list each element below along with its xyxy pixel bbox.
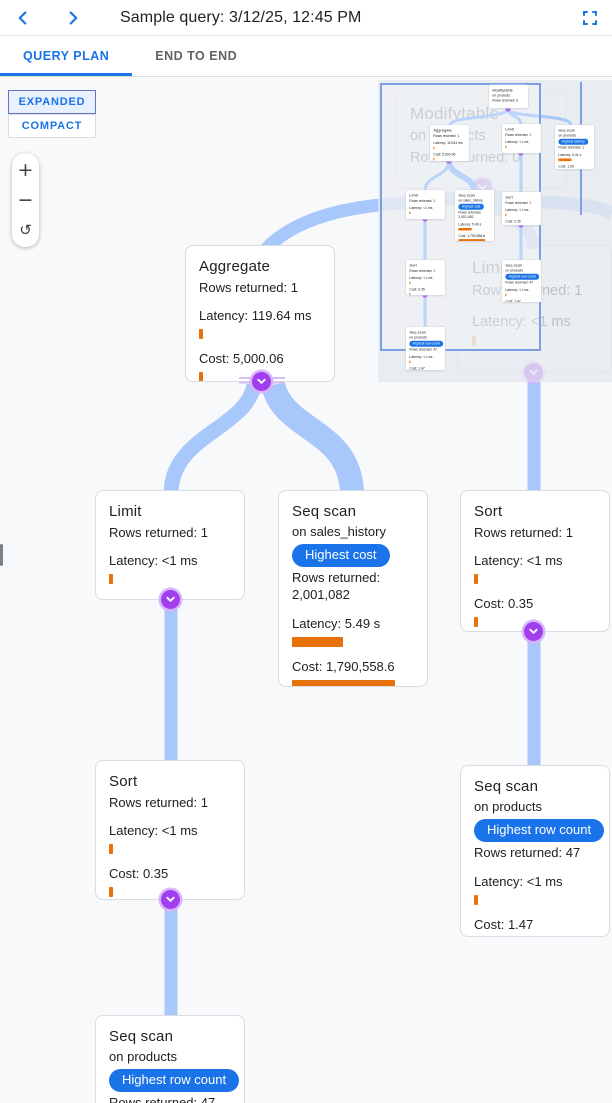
latency-bar	[292, 636, 343, 647]
tab-query-plan[interactable]: QUERY PLAN	[0, 36, 133, 76]
node-title: Seq scan	[109, 1028, 174, 1045]
plan-node-seqscan-products-bottom[interactable]: Seq scan on products Highest row count R…	[95, 1015, 245, 1103]
node-title: Sort	[109, 773, 138, 790]
highest-row-count-badge: Highest row count	[409, 340, 444, 347]
title-bar: Sample query: 3/12/25, 12:45 PM	[0, 0, 612, 36]
minimap-node-seqscan-sales-history: Seq scan on sales_history Highest cost R…	[455, 190, 494, 241]
zoom-out-button[interactable]: −	[17, 189, 34, 211]
latency-bar	[474, 574, 478, 585]
highest-cost-badge: Highest cost	[458, 203, 484, 210]
compact-button[interactable]: COMPACT	[8, 114, 96, 138]
minimap-node-limit-left: Limit Rows returned: 1 Latency: <1 ms	[406, 190, 445, 219]
rows-returned: Rows returned: 1	[474, 524, 573, 540]
minimap-node-seqscan-products-right: Seq scan on products Highest row count R…	[502, 260, 541, 302]
node-title: Seq scan	[474, 778, 539, 795]
collapse-chevron-sort-left[interactable]	[161, 890, 180, 909]
minimap-node-seqscan-products-bottom: Seq scan on products Highest row count R…	[406, 327, 445, 370]
node-title: Limit	[109, 503, 142, 520]
latency-bar	[474, 895, 478, 906]
node-title: Aggregate	[199, 258, 271, 275]
node-title: Seq scan	[292, 503, 357, 520]
edge-aggregate-to-seqscan	[261, 381, 364, 495]
latency-stat: Latency: <1 ms	[109, 553, 198, 569]
rows-returned: Rows returned: 1	[199, 279, 298, 295]
minimap-node-seqscan-highest-latency: Seq scan on products Highest latency Row…	[555, 125, 594, 169]
fullscreen-button[interactable]	[576, 5, 604, 31]
tab-end-to-end[interactable]: END TO END	[132, 36, 260, 76]
latency-stat: Latency: 119.64 ms	[199, 308, 312, 324]
tab-bar: QUERY PLAN END TO END	[0, 36, 612, 77]
page-title: Sample query: 3/12/25, 12:45 PM	[120, 8, 362, 26]
rows-returned: Rows returned: 2,001,082	[292, 570, 381, 603]
back-chevron-button[interactable]	[6, 3, 40, 33]
minimap-node-aggregate: Aggregate Rows returned: 1 Latency: 119.…	[430, 125, 469, 161]
latency-bar	[109, 574, 113, 585]
plan-node-limit[interactable]: Limit Rows returned: 1 Latency: <1 ms	[95, 490, 245, 600]
rows-returned: Rows returned: 47	[474, 845, 581, 861]
node-table: on sales_history	[292, 523, 386, 539]
highest-row-count-badge: Highest row count	[109, 1069, 240, 1093]
cost-stat: Cost: 0.35	[109, 866, 169, 882]
expanded-button[interactable]: EXPANDED	[8, 90, 96, 114]
chevron-left-icon	[18, 10, 27, 25]
edge-aggregate-to-limit	[163, 382, 262, 494]
cost-stat: Cost: 1.47	[474, 917, 534, 933]
plan-node-aggregate[interactable]: Aggregate Rows returned: 1 Latency: 119.…	[185, 245, 335, 382]
node-table: on products	[109, 1048, 177, 1064]
active-tab-underline	[0, 73, 133, 76]
rows-returned: Rows returned: 1	[109, 524, 208, 540]
cost-bar	[109, 887, 113, 898]
plan-node-sort-left[interactable]: Sort Rows returned: 1 Latency: <1 ms Cos…	[95, 760, 245, 900]
rows-returned: Rows returned: 1	[109, 794, 208, 810]
latency-stat: Latency: <1 ms	[474, 553, 563, 569]
cost-stat: Cost: 5,000.06	[199, 351, 284, 367]
zoom-in-button[interactable]: +	[17, 159, 34, 181]
minimap[interactable]: Modifytable on products Rows returned: 0…	[378, 80, 612, 382]
latency-stat: Latency: 5.49 s	[292, 616, 381, 632]
collapse-chevron-sort-right[interactable]	[524, 622, 543, 641]
node-table: on products	[474, 798, 542, 814]
zoom-controls: + − ↺	[12, 153, 39, 247]
cost-stat: Cost: 1,790,558.6	[292, 658, 395, 674]
highest-latency-badge: Highest latency	[558, 138, 589, 145]
cost-bar	[199, 372, 203, 381]
query-plan-canvas[interactable]: Modifytable on products Rows returned: 0…	[0, 77, 612, 1103]
node-title: Sort	[474, 503, 503, 520]
reset-zoom-button[interactable]: ↺	[19, 221, 32, 239]
forward-chevron-button[interactable]	[56, 3, 90, 33]
highest-row-count-badge: Highest row count	[474, 819, 605, 843]
cost-bar	[474, 617, 478, 628]
highest-row-count-badge: Highest row count	[505, 273, 540, 280]
minimap-node-sort-left: Sort Rows returned: 1 Latency: <1 ms Cos…	[406, 260, 445, 295]
left-scrollbar-thumb[interactable]	[0, 544, 3, 566]
plan-node-sort-right[interactable]: Sort Rows returned: 1 Latency: <1 ms Cos…	[460, 490, 610, 632]
plan-node-seqscan-sales-history[interactable]: Seq scan on sales_history Highest cost R…	[278, 490, 428, 687]
latency-bar	[109, 844, 113, 855]
tab-label: QUERY PLAN	[23, 49, 110, 63]
chevron-right-icon	[69, 10, 78, 25]
cost-stat: Cost: 0.35	[474, 596, 534, 612]
tab-label: END TO END	[155, 49, 238, 63]
layout-toggle: EXPANDED COMPACT	[8, 90, 96, 138]
latency-stat: Latency: <1 ms	[109, 823, 198, 839]
minimap-node-sort-right: Sort Rows returned: 1 Latency: <1 ms Cos…	[502, 192, 541, 225]
collapse-chevron-limit[interactable]	[161, 590, 180, 609]
minimap-node-modifytable: Modifytable on products Rows returned: 0	[489, 85, 528, 108]
collapse-chevron-aggregate[interactable]	[252, 372, 271, 391]
cost-bar	[292, 679, 395, 686]
latency-bar	[199, 329, 203, 340]
plan-node-seqscan-products-right[interactable]: Seq scan on products Highest row count R…	[460, 765, 610, 937]
fullscreen-icon	[583, 11, 597, 25]
rows-returned: Rows returned: 47	[109, 1095, 216, 1103]
highest-cost-badge: Highest cost	[292, 544, 390, 568]
minimap-node-limit-right: Limit Rows returned: 1 Latency: <1 ms	[502, 124, 541, 153]
latency-stat: Latency: <1 ms	[474, 874, 563, 890]
